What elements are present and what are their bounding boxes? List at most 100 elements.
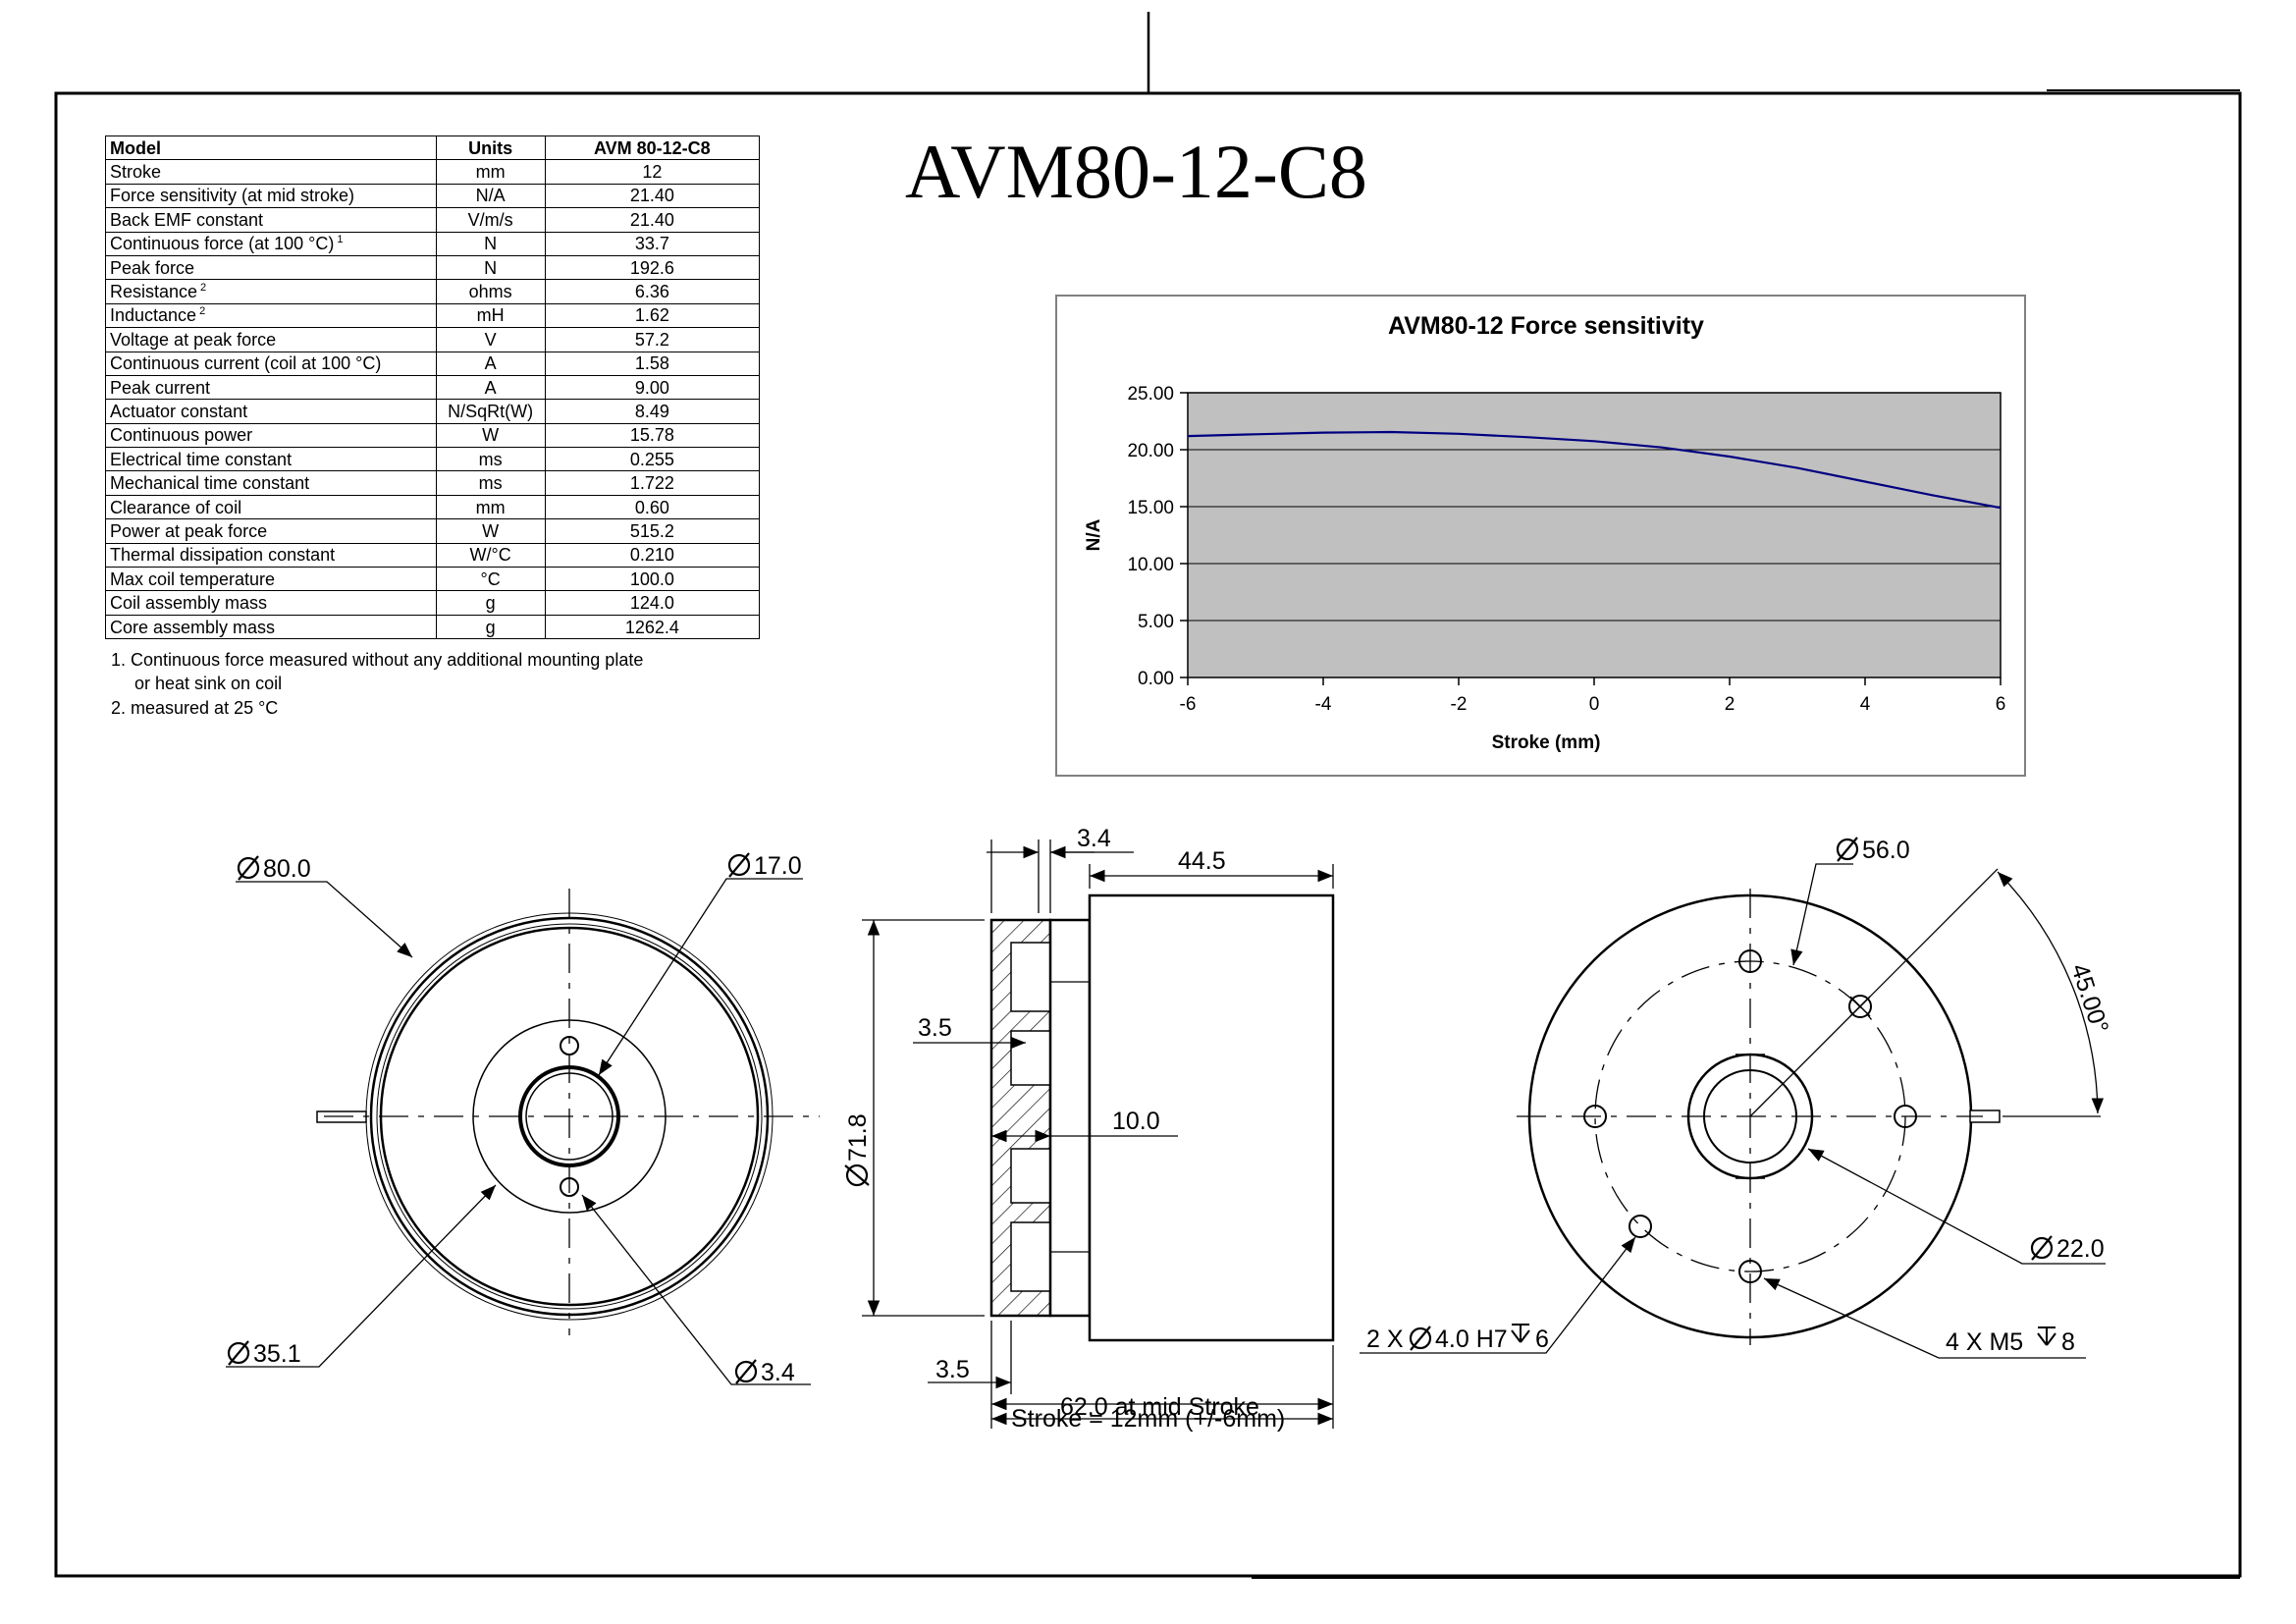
row-label: Peak force [105,254,437,281]
x-tick-label: -6 [1180,694,1197,715]
svg-text:71.8: 71.8 [844,1113,872,1162]
depth-symbol [1511,1324,1530,1343]
dim-gap: 10.0 [1112,1108,1160,1135]
svg-text:17.0: 17.0 [754,852,802,880]
svg-text:2 X: 2 X [1366,1326,1404,1353]
dim-dowel-holes: 2 X 4.0 H7 6 [1366,1324,1549,1353]
depth-symbol [2037,1326,2056,1346]
svg-text:6: 6 [1535,1326,1549,1353]
svg-text:56.0: 56.0 [1862,837,1910,864]
row-unit: mm [435,494,546,520]
svg-text:35.1: 35.1 [253,1340,301,1368]
row-value: 1.58 [544,351,761,376]
row-label: Electrical time constant [105,447,437,472]
row-label: Mechanical time constant [105,470,437,496]
diameter-symbol [1836,837,1859,862]
svg-text:22.0: 22.0 [2056,1235,2105,1263]
row-unit: V/m/s [435,207,546,233]
row-unit: W [435,422,546,449]
svg-text:3.4: 3.4 [761,1359,795,1386]
row-value: 100.0 [544,567,761,592]
row-value: 192.6 [544,254,761,281]
footnote-ref: 1 [337,234,344,246]
row-label: Actuator constant [105,399,437,424]
y-tick-label: 25.00 [1127,384,1174,405]
row-label: Peak current [105,374,437,401]
note-2: 2. measured at 25 °C [111,698,279,718]
row-value: 0.60 [544,494,761,520]
dim-flange-thickness: 3.4 [1077,825,1111,852]
y-tick-label: 0.00 [1138,669,1174,689]
row-value: 8.49 [544,399,761,424]
row-label: Coil assembly mass [105,590,437,616]
diameter-symbol [1409,1326,1432,1351]
diameter-symbol [2030,1235,2054,1261]
dim-step-width-bottom: 3.5 [935,1356,970,1383]
x-tick-label: 6 [1996,694,2006,715]
row-label: Core assembly mass [105,614,437,640]
row-unit: ms [435,470,546,496]
row-unit: A [435,351,546,376]
series-line [1187,430,2002,510]
x-tick-label: -4 [1315,694,1332,715]
row-value: 33.7 [544,231,761,256]
y-tick-label: 10.00 [1127,555,1174,575]
row-value: 15.78 [544,422,761,449]
diameter-symbol [727,852,751,878]
dim-stroke: Stroke = 12mm (+/-6mm) [1011,1405,1285,1433]
svg-text:4.0 H7: 4.0 H7 [1435,1326,1508,1353]
row-value: 1.62 [544,302,761,329]
dim-hub-diameter: 35.1 [227,1340,301,1368]
dim-bore-diameter: 17.0 [727,852,802,880]
dim-coil-length: 44.5 [1178,847,1226,875]
x-axis-label: Stroke (mm) [1492,732,1601,753]
dim-bolt-circle: 56.0 [1836,837,1910,864]
row-label: Clearance of coil [105,494,437,520]
chart-title: AVM80-12 Force sensitivity [1388,312,1704,340]
dim-body-diameter: 71.8 [844,1113,872,1187]
row-label: Voltage at peak force [105,327,437,352]
dim-small-hole-diameter: 3.4 [734,1359,795,1386]
diameter-symbol [227,1340,250,1366]
force-sensitivity-chart: AVM80-12 Force sensitivity 0.005.0010.00… [1055,295,2026,777]
y-tick-label: 15.00 [1127,498,1174,518]
dim-outer-diameter: 80.0 [237,855,311,883]
x-tick-label: 0 [1589,694,1600,715]
row-unit: W [435,518,546,544]
y-tick-label: 20.00 [1127,441,1174,461]
x-tick-label: 2 [1725,694,1735,715]
row-value: 9.00 [544,374,761,401]
row-unit: N [435,231,546,256]
row-label: Continuous power [105,422,437,449]
row-value: 1262.4 [544,614,761,640]
row-label: Continuous force (at 100 °C)1 [105,231,437,256]
row-unit: N/SqRt(W) [435,399,546,424]
dim-rear-hub-diameter: 22.0 [2030,1235,2105,1263]
y-axis-label: N/A [1084,518,1104,551]
footnote-ref: 2 [200,282,207,295]
row-unit: g [435,614,546,640]
row-unit: V [435,327,546,352]
row-unit: N [435,254,546,281]
row-value: 6.36 [544,279,761,304]
svg-text:4 X M5: 4 X M5 [1946,1328,2023,1356]
row-label: Power at peak force [105,518,437,544]
